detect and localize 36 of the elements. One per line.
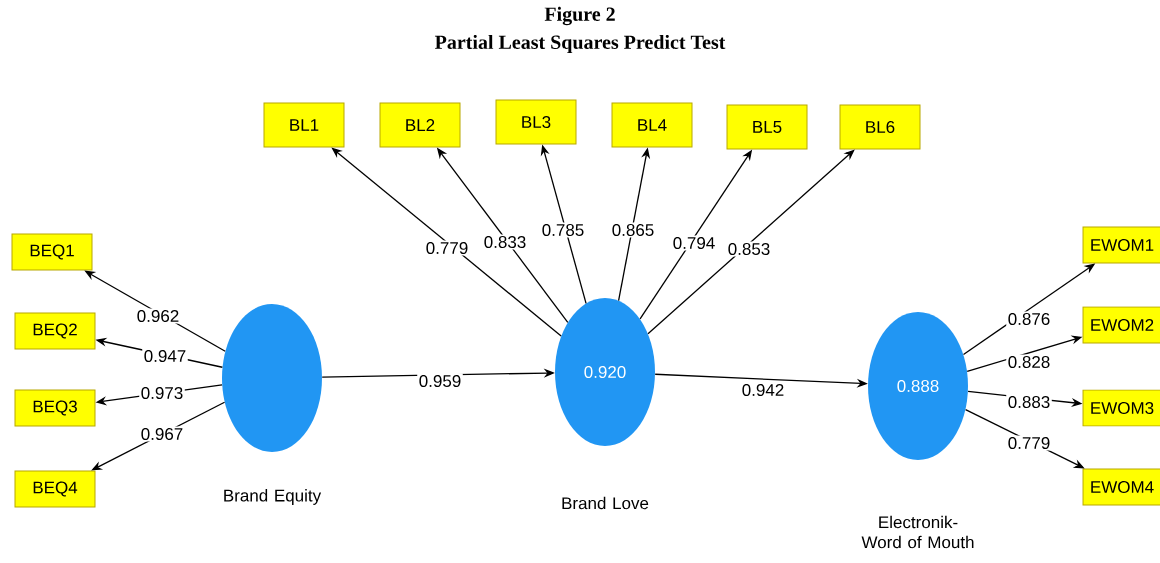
edge-label: 0.865 <box>610 222 656 238</box>
indicator-box: EWOM4 <box>1082 468 1160 506</box>
edge-label: 0.853 <box>726 241 772 257</box>
indicator-box: BL2 <box>379 102 461 148</box>
edge-label: 0.833 <box>482 234 528 250</box>
indicator-box: EWOM2 <box>1082 306 1160 344</box>
indicator-box: BL6 <box>839 104 921 150</box>
edge-label: 0.779 <box>1006 435 1052 451</box>
edge-label: 0.947 <box>142 348 188 364</box>
edge-label: 0.883 <box>1006 394 1052 410</box>
indicator-box: BEQ1 <box>11 233 93 271</box>
figure-number: Figure 2 <box>544 6 615 26</box>
indicator-box: EWOM3 <box>1082 389 1160 427</box>
indicator-box: BEQ2 <box>14 312 96 350</box>
construct-name: Electronik- Word of Mouth <box>861 515 974 549</box>
edge-label: 0.794 <box>671 235 717 251</box>
indicator-box: BL5 <box>726 104 808 150</box>
construct-name: Brand Equity <box>224 489 322 505</box>
indicator-box: EWOM1 <box>1082 226 1160 264</box>
edge-label: 0.973 <box>139 385 185 401</box>
edge-label: 0.828 <box>1006 354 1052 370</box>
edge-label: 0.785 <box>540 222 586 238</box>
edge-label: 0.942 <box>740 382 786 398</box>
indicator-box: BL1 <box>263 102 345 148</box>
construct-ellipse <box>222 304 322 452</box>
edge-label: 0.962 <box>135 308 181 324</box>
edge-label: 0.876 <box>1006 311 1052 327</box>
edge-label: 0.967 <box>139 426 185 442</box>
construct-name: Brand Love <box>562 496 649 510</box>
indicator-box: BEQ3 <box>14 389 96 427</box>
edge-label: 0.959 <box>417 373 463 389</box>
edge-label: 0.779 <box>424 240 470 256</box>
indicator-box: BEQ4 <box>14 470 96 508</box>
title: Partial Least Squares Predict Test <box>435 34 726 54</box>
indicator-box: BL3 <box>495 99 577 145</box>
indicator-box: BL4 <box>611 102 693 148</box>
